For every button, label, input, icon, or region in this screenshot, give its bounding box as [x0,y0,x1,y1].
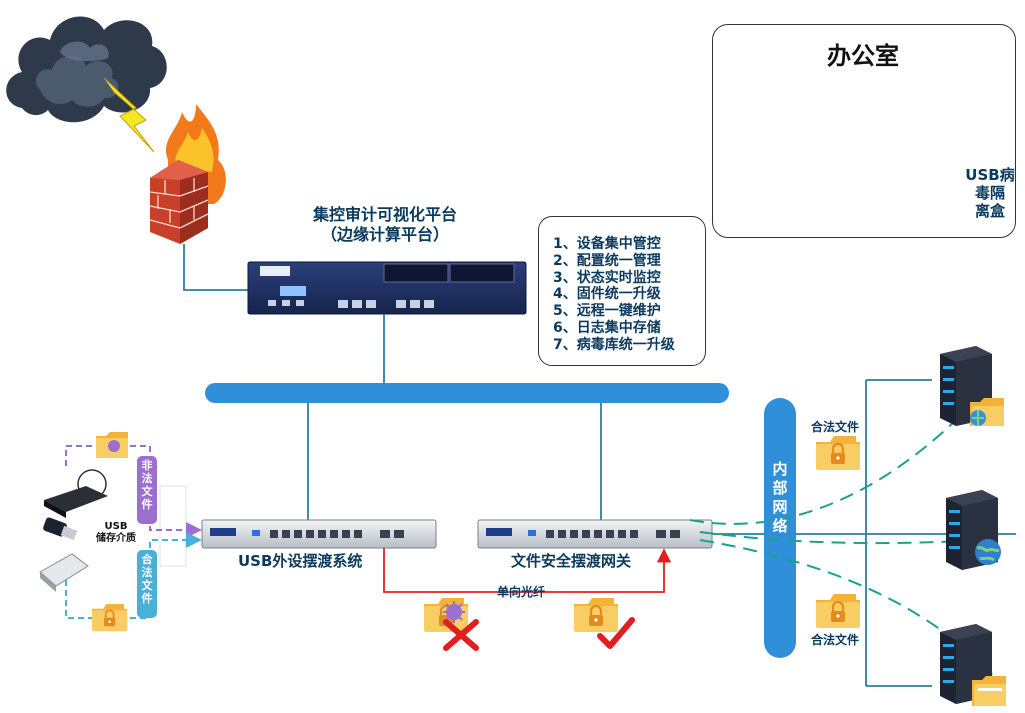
usb-media-group-icon [39,469,108,592]
file-gateway-device [477,519,713,549]
platform-server-device [247,261,527,315]
lightning-icon [103,77,155,153]
office-panel [712,24,1016,238]
feature-item: 6、日志集中存储 [553,319,661,336]
tag-char: 合 [141,553,153,566]
legal-file-flow-3 [699,539,993,675]
feature-item: 2、配置统一管理 [553,252,661,269]
legal-file-label: 合法文件 [811,420,860,434]
usb-connect-box [159,485,187,567]
legal-file-folder-icon [814,592,862,630]
tag-char: 件 [141,498,153,511]
main-network-bus [205,383,729,403]
platform-title-line1: 集控审计可视化平台 [312,205,457,224]
right-network-char: 部 [772,479,788,497]
globe-icon [975,539,1001,565]
feature-item: 7、病毒库统一升级 [553,336,675,353]
right-network-bar [764,398,796,658]
usb-system-device [201,519,437,549]
tag-char: 件 [141,592,153,605]
feature-item: 5、远程一键维护 [553,303,661,320]
tag-char: 文 [141,579,153,592]
right-network-char: 内 [772,460,788,478]
firewall-icon [149,104,226,244]
tag-char: 法 [141,566,153,579]
safe-folder-allowed-icon [572,596,635,649]
illegal-file-tag: 非 法 文 件 [137,456,157,524]
legal-file-label: 合法文件 [811,633,860,647]
features-panel [538,216,706,366]
one-way-fiber-line [383,548,672,593]
features-list: 1、设备集中管控 2、配置统一管理 3、状态实时监控 4、固件统一升级 5、远程… [553,236,675,354]
usb-isolation-box-label: USB病 毒隔 离盒 [962,166,1018,220]
right-network-char: 络 [772,517,788,535]
usb-system-label: USB外设摆渡系统 [238,552,363,570]
file-gateway-label: 文件安全摆渡网关 [511,552,632,570]
firewall-link [183,244,252,291]
office-title: 办公室 [827,42,899,70]
legal-file-folder-icon [91,603,129,633]
tag-char: 法 [141,472,153,485]
fiber-label: 单向光纤 [497,585,546,599]
virus-folder-icon [96,432,128,458]
right-network-label: 内 部 网 络 [765,460,795,536]
file-folder-icon [970,398,1004,426]
feature-item: 3、状态实时监控 [553,269,661,286]
legal-file-flow-1 [689,397,979,525]
feature-item: 1、设备集中管控 [553,236,661,252]
feature-item: 4、固件统一升级 [553,286,661,303]
usb-media-line: USB [104,521,128,532]
usb-box-label-line: 离盒 [974,202,1005,220]
right-network-char: 网 [772,498,788,516]
legal-flow-dashed [65,540,200,619]
file-folder-icon [972,676,1006,706]
tag-char: 文 [141,485,153,498]
office-network-label: 内部网络 [820,146,869,160]
usb-media-label: USB 储存介质 [84,521,148,545]
platform-title: 集控审计可视化平台 （边缘计算平台） [250,205,520,245]
legal-file-folder-icon [814,434,862,472]
storm-cloud-icon [6,16,167,123]
legal-file-tag: 合 法 文 件 [137,550,157,618]
platform-title-line2: （边缘计算平台） [320,225,449,244]
usb-media-line: 储存介质 [96,533,136,544]
usb-box-label-line: 毒隔 [974,184,1005,202]
tag-char: 非 [141,459,153,472]
virus-folder-blocked-icon [422,596,479,651]
usb-box-label-line: USB病 [965,166,1015,184]
